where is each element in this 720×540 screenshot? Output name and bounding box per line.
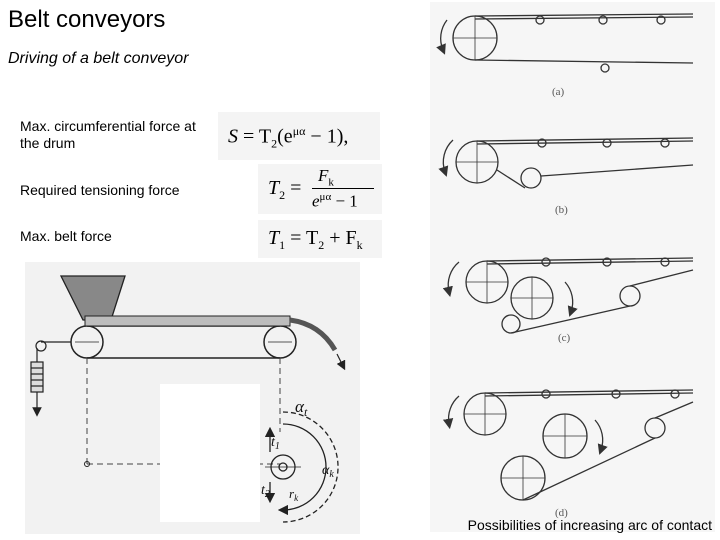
variant-a xyxy=(436,13,694,73)
tensioning-device xyxy=(30,340,71,417)
formula-tensioning-denominator: eμα − 1 xyxy=(312,191,358,212)
belt-return xyxy=(474,59,694,64)
tension-weight xyxy=(30,361,44,393)
snub-pulley xyxy=(520,167,542,189)
idler-roller xyxy=(541,257,551,267)
formula-subscript: 2 xyxy=(279,188,286,202)
conveyed-material xyxy=(84,315,291,327)
formula-part: = T xyxy=(290,227,319,249)
formula-subscript: 2 xyxy=(271,136,278,151)
rotation-arrow xyxy=(438,139,454,177)
label-t1: t1 xyxy=(271,435,280,452)
formula-box-circumferential-force: S = T2(eμα − 1), xyxy=(218,112,380,160)
discharge-arrow xyxy=(336,353,346,371)
arc-of-contact xyxy=(282,411,339,523)
idler-roller xyxy=(541,389,551,399)
formula-subscript: 1 xyxy=(279,238,286,252)
belt-top xyxy=(484,389,694,394)
formula-tensioning-numerator: Fk xyxy=(318,166,334,188)
slide-subtitle: Driving of a belt conveyor xyxy=(8,50,189,67)
label-t2: t2 xyxy=(261,483,270,500)
formula-part: − 1 xyxy=(331,191,358,211)
belt-top xyxy=(476,137,694,142)
variant-d xyxy=(442,389,694,501)
idler-roller xyxy=(602,138,612,148)
variant-caption: (a) xyxy=(552,86,565,98)
variant-caption: (c) xyxy=(558,332,571,344)
return-roller xyxy=(600,63,610,73)
formula-part: + F xyxy=(324,227,357,249)
formula-superscript: μα xyxy=(319,191,332,203)
conveyor-drive-figure: αt t1 t2 αk rk xyxy=(25,262,360,534)
discharge-stream xyxy=(289,317,338,352)
formula-symbol: T xyxy=(268,177,280,199)
belt-wrap xyxy=(496,169,526,189)
formula-label-circumferential-force: Max. circumferential force at the drum xyxy=(20,118,196,151)
formula-superscript: μα xyxy=(292,124,306,138)
idler-roller xyxy=(670,389,680,399)
idler-roller xyxy=(660,257,670,267)
label-alpha-k: αk xyxy=(322,463,334,480)
variant-c xyxy=(442,257,694,334)
label-alpha-t: αt xyxy=(295,397,308,419)
formula-part: = T xyxy=(243,125,272,148)
formula-box-max-belt-force: T1 = T2 + Fk xyxy=(258,220,382,258)
formula-symbol: T xyxy=(268,227,280,249)
rotation-arrow xyxy=(436,19,448,55)
idler-roller xyxy=(611,389,621,399)
formula-subscript: k xyxy=(356,238,363,252)
rotation-arrow xyxy=(442,261,460,298)
variant-caption: (d) xyxy=(555,507,568,519)
blank-patch xyxy=(160,384,260,522)
formula-symbol: F xyxy=(318,166,329,185)
conveyor xyxy=(70,315,346,371)
formula-part: − 1), xyxy=(305,125,349,148)
rotation-arrow xyxy=(564,281,578,317)
formula-subscript: 2 xyxy=(318,238,325,252)
drum-detail xyxy=(264,411,339,523)
slide-title: Belt conveyors xyxy=(8,6,166,33)
belt-top xyxy=(486,257,694,262)
formula-symbol: e xyxy=(312,191,320,211)
idler-roller xyxy=(602,257,612,267)
variant-caption: (b) xyxy=(555,204,568,216)
formula-box-tensioning-force: T2 = Fk eμα − 1 xyxy=(258,164,382,214)
arc-of-contact-caption: Possibilities of increasing arc of conta… xyxy=(467,517,712,533)
belt-return xyxy=(540,164,694,177)
diagram-labels: αt t1 t2 αk rk xyxy=(261,397,334,503)
label-r-k: rk xyxy=(289,486,299,503)
formula-max-belt-force: T1 = T2 + Fk xyxy=(268,227,363,253)
idler-roller xyxy=(598,15,608,25)
idler-roller xyxy=(537,138,547,148)
formula-label-max-belt-force: Max. belt force xyxy=(20,228,112,244)
belt-return xyxy=(510,305,631,334)
idler-roller xyxy=(660,138,670,148)
formula-part: (e xyxy=(277,125,293,148)
rope-pulley xyxy=(35,340,47,352)
idler-roller xyxy=(656,15,666,25)
formula-tensioning-lhs: T2 = xyxy=(268,177,302,202)
formula-label-tensioning-force: Required tensioning force xyxy=(20,182,180,198)
arc-arrow xyxy=(277,423,327,516)
idler-roller xyxy=(535,15,545,25)
figure-background xyxy=(430,2,715,532)
formula-subscript: k xyxy=(328,176,334,189)
belt-top xyxy=(474,13,694,17)
rotation-arrow xyxy=(594,419,608,455)
formula-symbol: S xyxy=(228,125,238,148)
formula-circumferential-force: S = T2(eμα − 1), xyxy=(228,124,348,152)
belt-return xyxy=(522,437,656,501)
arc-of-contact-variants-figure: (a) (b) (c) xyxy=(430,2,715,532)
variant-b xyxy=(438,137,694,189)
rotation-arrow xyxy=(442,395,460,430)
fraction-bar xyxy=(312,188,374,189)
